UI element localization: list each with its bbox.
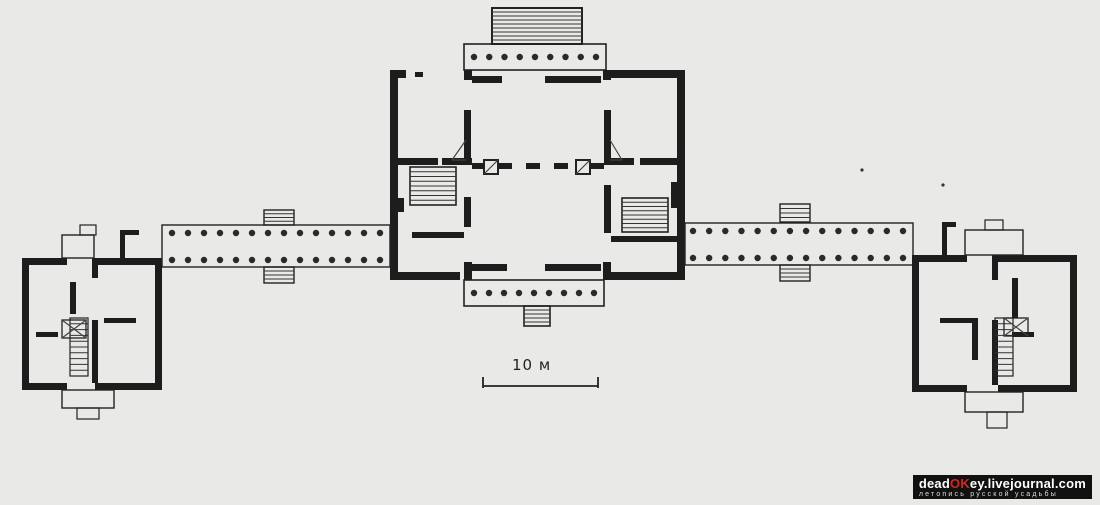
column bbox=[802, 227, 810, 235]
column bbox=[232, 256, 240, 264]
north-steps-lines bbox=[492, 11, 582, 41]
column bbox=[867, 254, 874, 262]
column bbox=[360, 256, 368, 264]
colonnade-left bbox=[161, 209, 391, 284]
column bbox=[312, 229, 320, 237]
column bbox=[485, 289, 493, 297]
column bbox=[689, 227, 697, 235]
column bbox=[722, 227, 729, 235]
column bbox=[770, 227, 777, 235]
column bbox=[590, 289, 598, 297]
column bbox=[883, 227, 891, 235]
column bbox=[470, 289, 478, 297]
column bbox=[328, 256, 336, 264]
column bbox=[802, 254, 810, 262]
column bbox=[819, 227, 826, 235]
north-steps bbox=[491, 7, 583, 45]
column bbox=[200, 229, 208, 237]
column bbox=[835, 254, 842, 262]
column bbox=[248, 229, 256, 237]
right-wing bbox=[912, 219, 1077, 429]
column bbox=[547, 53, 554, 61]
watermark-part1: dead bbox=[918, 476, 951, 491]
watermark-part3: ey.livejournal.com bbox=[969, 476, 1086, 491]
watermark-part2: OK bbox=[950, 476, 970, 491]
left-wing bbox=[22, 224, 162, 420]
column bbox=[200, 256, 208, 264]
column bbox=[689, 254, 697, 262]
column bbox=[280, 256, 288, 264]
column bbox=[770, 254, 777, 262]
column bbox=[344, 256, 352, 264]
column bbox=[592, 53, 600, 61]
column bbox=[516, 53, 523, 61]
column bbox=[738, 227, 745, 235]
column bbox=[867, 227, 874, 235]
column bbox=[360, 229, 368, 237]
column bbox=[835, 227, 842, 235]
north-portico-columns bbox=[470, 53, 600, 61]
column bbox=[705, 254, 713, 262]
column bbox=[264, 229, 272, 237]
column bbox=[184, 256, 192, 264]
column bbox=[501, 53, 508, 61]
column bbox=[899, 227, 907, 235]
column bbox=[486, 53, 493, 61]
column bbox=[376, 256, 384, 264]
column bbox=[883, 254, 891, 262]
column bbox=[264, 256, 272, 264]
watermark: deadOKey.livejournal.com летопись русско… bbox=[912, 475, 1092, 499]
column bbox=[470, 53, 478, 61]
column bbox=[754, 254, 761, 262]
column bbox=[376, 229, 384, 237]
column bbox=[851, 227, 858, 235]
column bbox=[786, 254, 794, 262]
column bbox=[232, 229, 240, 237]
column bbox=[500, 289, 508, 297]
colonnade-right bbox=[684, 203, 914, 282]
column bbox=[344, 229, 352, 237]
column bbox=[216, 256, 224, 264]
column bbox=[168, 229, 176, 237]
column bbox=[722, 254, 729, 262]
column bbox=[754, 227, 761, 235]
column bbox=[899, 254, 907, 262]
column bbox=[531, 53, 539, 61]
watermark-site[interactable]: deadOKey.livejournal.com bbox=[919, 477, 1086, 490]
column bbox=[328, 229, 336, 237]
column bbox=[562, 53, 569, 61]
column bbox=[738, 254, 745, 262]
column bbox=[530, 289, 538, 297]
column bbox=[545, 289, 553, 297]
column bbox=[515, 289, 523, 297]
column bbox=[216, 229, 224, 237]
column bbox=[786, 227, 794, 235]
column bbox=[575, 289, 583, 297]
scale-bar bbox=[482, 377, 599, 388]
south-steps bbox=[523, 305, 551, 327]
column bbox=[819, 254, 826, 262]
column bbox=[705, 227, 713, 235]
watermark-tagline: летопись русской усадьбы bbox=[918, 491, 1058, 498]
column bbox=[168, 256, 176, 264]
column bbox=[312, 256, 320, 264]
column bbox=[296, 256, 304, 264]
column bbox=[280, 229, 288, 237]
scale-bar-label: 10 м bbox=[512, 356, 552, 374]
column bbox=[560, 289, 568, 297]
column bbox=[577, 53, 584, 61]
north-portico bbox=[463, 43, 607, 71]
column bbox=[296, 229, 304, 237]
column bbox=[851, 254, 858, 262]
column bbox=[248, 256, 256, 264]
central-block bbox=[390, 7, 685, 327]
column bbox=[184, 229, 192, 237]
